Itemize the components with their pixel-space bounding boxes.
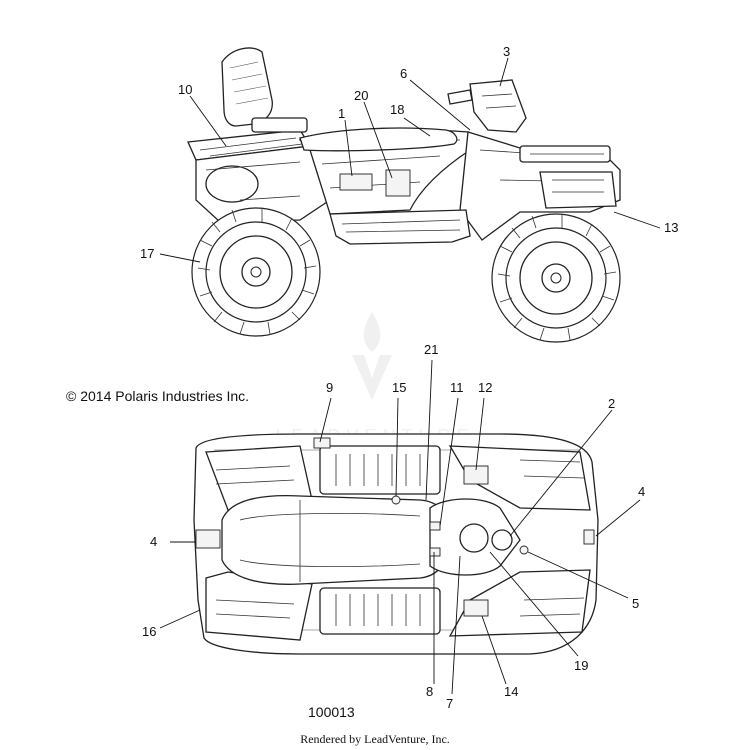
callout-3: 3 (503, 44, 510, 59)
callout-5: 5 (632, 596, 639, 611)
callout-18: 18 (390, 102, 404, 117)
decal-1 (339, 173, 373, 191)
decal-4-front (583, 529, 595, 545)
decal-9 (313, 437, 331, 449)
callout-labels: 1 20 18 6 3 10 17 13 9 15 21 11 12 2 4 4… (140, 44, 678, 711)
callout-12: 12 (478, 380, 492, 395)
decal-8 (429, 547, 441, 557)
callout-16: 16 (142, 624, 156, 639)
callout-4-rear: 4 (150, 534, 157, 549)
diagram-number: 100013 (308, 704, 355, 720)
leadventure-watermark: LEADVENTURE (275, 312, 469, 446)
callout-1: 1 (338, 106, 345, 121)
rendered-by-credit: Rendered by LeadVenture, Inc. (300, 732, 450, 746)
callout-8: 8 (426, 684, 433, 699)
rear-tire (191, 207, 321, 337)
callout-10: 10 (178, 82, 192, 97)
decal-15 (391, 495, 401, 505)
callout-15: 15 (392, 380, 406, 395)
callout-19: 19 (574, 658, 588, 673)
copyright-notice: © 2014 Polaris Industries Inc. (66, 388, 250, 404)
callout-14: 14 (504, 684, 518, 699)
decal-20 (385, 169, 411, 197)
atv-side-view (187, 47, 621, 343)
callout-9: 9 (326, 380, 333, 395)
decal-14 (463, 599, 489, 617)
decal-11 (429, 521, 441, 531)
decal-4-rear (195, 529, 221, 549)
leader-lines (159, 57, 661, 695)
callout-2: 2 (608, 396, 615, 411)
decal-5 (519, 545, 529, 555)
callout-4-front: 4 (638, 484, 645, 499)
front-tire (491, 213, 621, 343)
callout-11: 11 (450, 380, 464, 395)
callout-13: 13 (664, 220, 678, 235)
callout-21: 21 (424, 342, 438, 357)
callout-17: 17 (140, 246, 154, 261)
callout-7: 7 (446, 696, 453, 711)
callout-6: 6 (400, 66, 407, 81)
callout-20: 20 (354, 88, 368, 103)
atv-top-view (193, 433, 599, 655)
